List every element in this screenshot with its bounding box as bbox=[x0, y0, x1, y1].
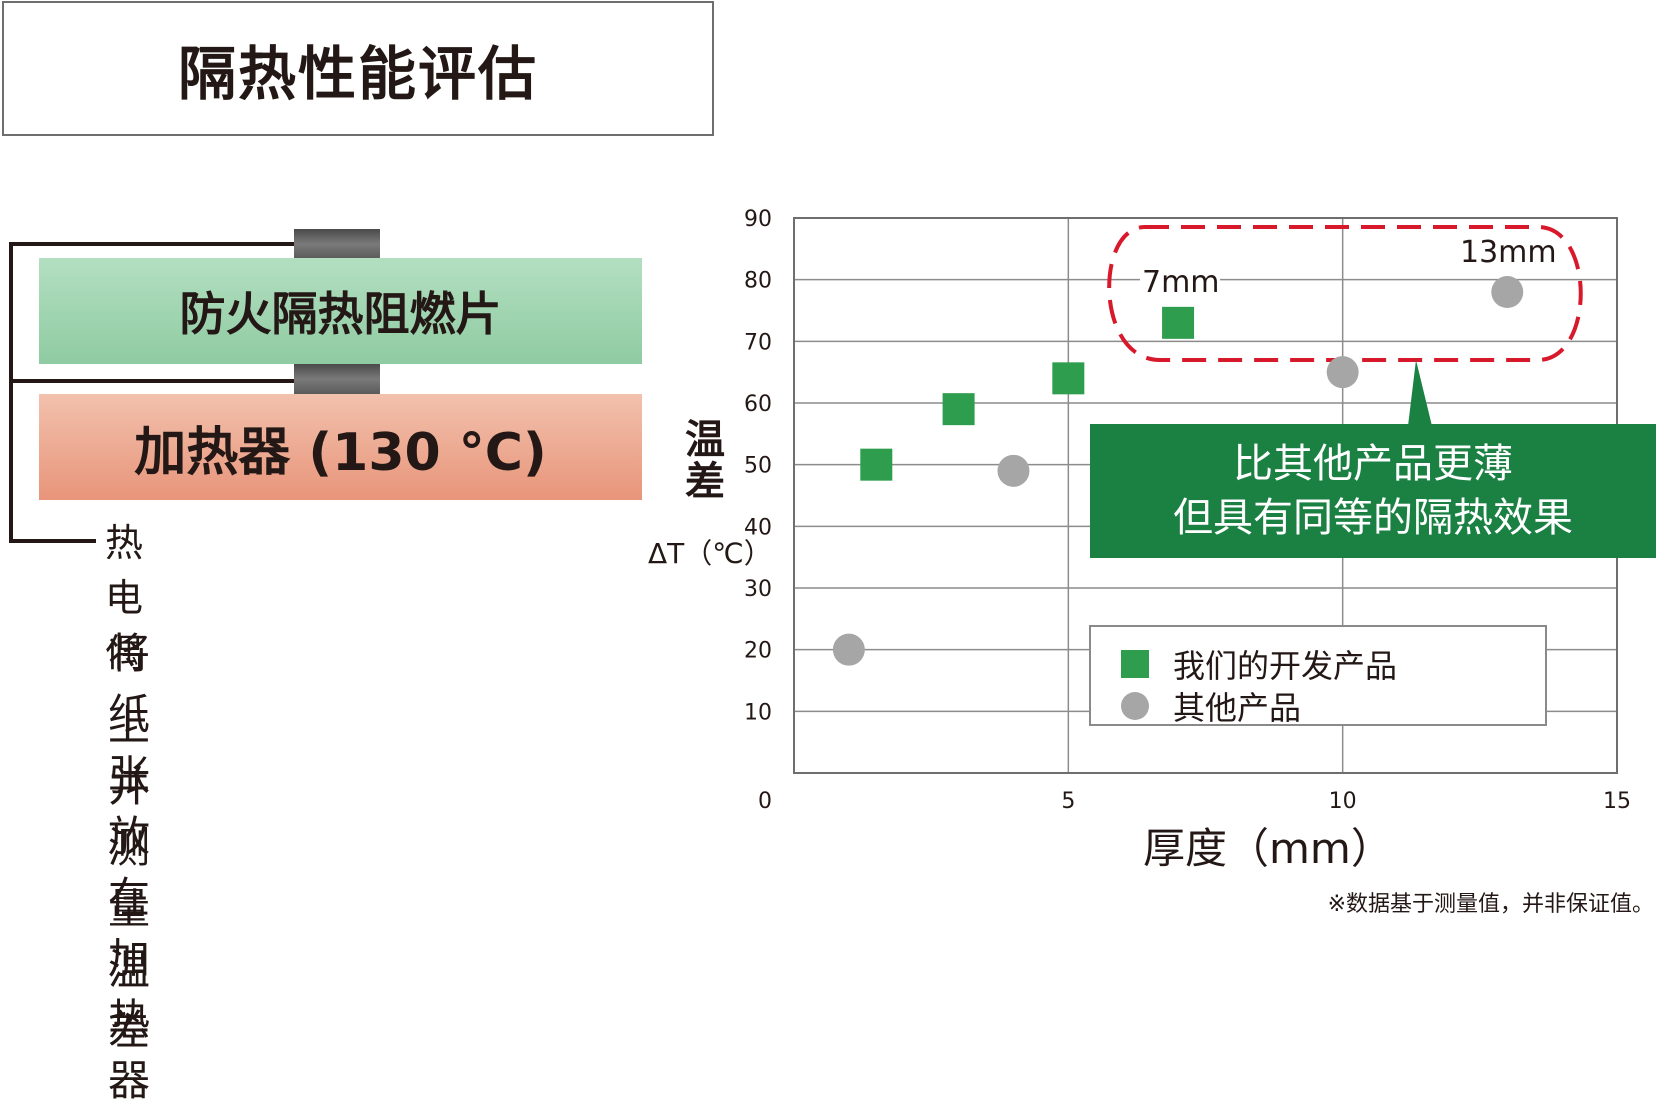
thermocouple-label: 热电偶 bbox=[105, 521, 144, 675]
y-tick-label: 50 bbox=[744, 454, 772, 479]
x-tick-label: 15 bbox=[1603, 789, 1631, 814]
data-point-square bbox=[942, 393, 975, 426]
legend-label-our-product: 我们的开发产品 bbox=[1173, 647, 1398, 685]
y-tick-label: 10 bbox=[744, 700, 772, 725]
heater-label: 加热器 (130 °C) bbox=[134, 422, 547, 483]
y-tick-label: 20 bbox=[744, 639, 772, 664]
data-point-square bbox=[1052, 362, 1085, 395]
page-title: 隔热性能评估 bbox=[177, 39, 538, 108]
chart-legend: 我们的开发产品 其他产品 bbox=[1089, 625, 1547, 729]
x-tick-label: 0 bbox=[758, 789, 772, 814]
thermocouple-wire-top bbox=[9, 242, 296, 246]
callout-box: 比其他产品更薄 但具有同等的隔热效果 bbox=[1090, 424, 1656, 558]
x-tick-label: 5 bbox=[1061, 789, 1075, 814]
chart-marks bbox=[832, 276, 1524, 666]
data-point-square bbox=[860, 448, 893, 481]
x-tick-label: 10 bbox=[1329, 789, 1357, 814]
heater-layer: 加热器 (130 °C) bbox=[39, 394, 642, 500]
callout-pointer bbox=[1408, 360, 1432, 426]
title-box: 隔热性能评估 bbox=[2, 1, 714, 136]
callout-line-1: 比其他产品更薄 bbox=[1233, 441, 1513, 487]
chart-ticks: 10 20 30 40 50 60 70 80 90 0 5 10 15 bbox=[744, 207, 1631, 814]
label-7mm-bg bbox=[1140, 264, 1220, 300]
square-marker-icon bbox=[1121, 650, 1149, 678]
circle-marker-icon bbox=[1121, 692, 1149, 720]
y-tick-label: 70 bbox=[744, 330, 772, 355]
highlight-dashed-outline bbox=[1107, 225, 1583, 362]
thermocouple-wire-middle bbox=[9, 379, 296, 383]
label-7mm: 7mm bbox=[1142, 265, 1220, 300]
label-13mm: 13mm bbox=[1460, 235, 1557, 270]
y-tick-label: 40 bbox=[744, 515, 772, 540]
legend-item-our-product: 我们的开发产品 bbox=[1121, 641, 1397, 687]
data-point-circle bbox=[1326, 356, 1359, 389]
insulation-sheet-layer: 防火隔热阻燃片 bbox=[39, 258, 642, 364]
x-axis-label: 厚度（mm） bbox=[1143, 824, 1393, 873]
data-point-square bbox=[1162, 306, 1195, 339]
thermocouple-wire-vertical bbox=[9, 242, 13, 543]
data-point-circle bbox=[832, 633, 865, 666]
thickness-vs-temp-chart: 10 20 30 40 50 60 70 80 90 0 5 10 15 7mm 13mm bbox=[744, 207, 1631, 814]
y-tick-label: 30 bbox=[744, 577, 772, 602]
thermocouple-sensor-top bbox=[294, 229, 380, 259]
y-tick-label: 60 bbox=[744, 392, 772, 417]
data-point-circle bbox=[1491, 276, 1524, 308]
thermocouple-wire-bottom bbox=[9, 539, 96, 543]
callout-line-2: 但具有同等的隔热效果 bbox=[1173, 495, 1573, 541]
legend-label-other-product: 其他产品 bbox=[1173, 689, 1302, 727]
thermocouple-sensor-middle bbox=[294, 364, 380, 394]
footnote: ※数据基于测量值，并非保证值。 bbox=[1327, 892, 1654, 917]
y-axis-unit: ΔT（℃） bbox=[648, 537, 772, 570]
y-tick-label: 90 bbox=[744, 207, 772, 232]
legend-item-other-product: 其他产品 bbox=[1121, 683, 1301, 729]
y-axis-label: 温差 bbox=[678, 418, 724, 502]
insulation-sheet-label: 防火隔热阻燃片 bbox=[179, 287, 502, 341]
data-point-circle bbox=[997, 454, 1030, 487]
y-tick-label: 80 bbox=[744, 269, 772, 294]
